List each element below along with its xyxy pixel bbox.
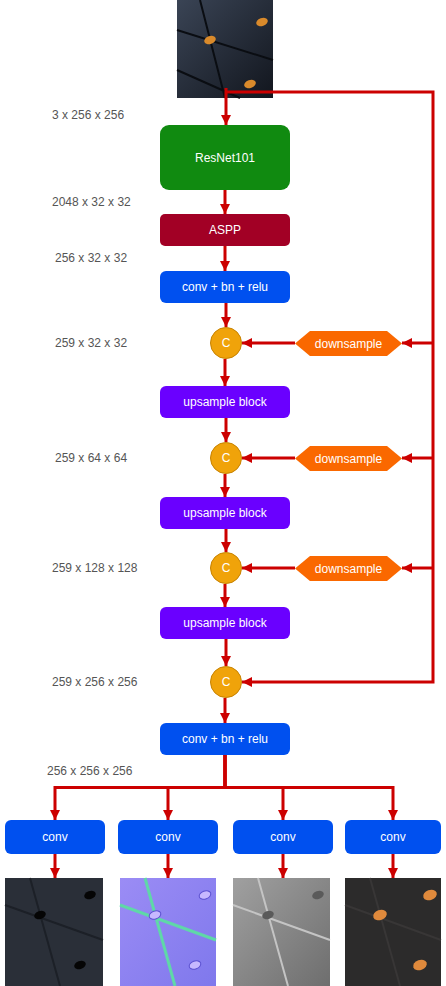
tensor-shape: 259 x 128 x 128 [52, 561, 137, 575]
tensor-shape: 3 x 256 x 256 [52, 108, 124, 122]
flow-arrow [225, 418, 228, 442]
node-text: downsample [315, 562, 382, 576]
tensor-shape: 2048 x 32 x 32 [52, 195, 131, 209]
node-text: conv [42, 830, 67, 844]
tensor-shape: 256 x 32 x 32 [55, 251, 127, 265]
upsample-box: upsample block [160, 607, 290, 639]
skip-branch [402, 567, 433, 570]
conv-box: conv [345, 820, 441, 854]
aspp-box: ASPP [160, 214, 290, 246]
node-text: conv [270, 830, 295, 844]
output-wire [392, 854, 395, 878]
flow-arrow [225, 529, 228, 552]
conv-box: conv [5, 820, 105, 854]
skip-branch [402, 342, 433, 345]
roughness-image [233, 878, 330, 986]
tensor-shape: 256 x 256 x 256 [47, 764, 132, 778]
output-wire [54, 854, 57, 878]
flow-arrow [168, 755, 225, 820]
concat-circle: C [210, 327, 242, 359]
downsample-shape: downsample [295, 556, 402, 581]
conv-box: conv + bn + relu [160, 723, 290, 755]
node-text: C [222, 675, 231, 689]
upsample-box: upsample block [160, 497, 290, 529]
node-text: conv [380, 830, 405, 844]
node-text: downsample [315, 452, 382, 466]
conv-box: conv [118, 820, 218, 854]
flow-arrow [224, 698, 227, 723]
node-text: ASPP [209, 223, 241, 237]
node-text: ResNet101 [195, 151, 255, 165]
input-image [177, 0, 273, 98]
output-wire [167, 854, 170, 878]
downsample-shape: downsample [295, 446, 402, 471]
node-text: C [222, 336, 231, 350]
flow-arrow [224, 359, 227, 386]
normal-image [120, 878, 216, 986]
conv-box: conv [233, 820, 333, 854]
node-text: conv + bn + relu [182, 732, 268, 746]
downsample-fill [295, 331, 402, 356]
node-text: conv + bn + relu [182, 280, 268, 294]
flow-arrow [224, 190, 227, 214]
specular-image [345, 878, 441, 986]
albedo-image [5, 878, 103, 986]
downsample-fill [295, 556, 402, 581]
concat-circle: C [210, 552, 242, 584]
downsample-fill [295, 446, 402, 471]
node-text: upsample block [183, 395, 266, 409]
flow-arrow [242, 457, 295, 460]
flow-arrow [224, 474, 227, 497]
node-text: upsample block [183, 506, 266, 520]
input-wire [225, 88, 228, 125]
tensor-shape: 259 x 64 x 64 [55, 451, 127, 465]
flow-arrow [242, 342, 295, 345]
flow-arrow [225, 303, 228, 327]
output-wire [282, 854, 285, 878]
flow-arrow [224, 246, 227, 271]
tensor-shape: 259 x 256 x 256 [52, 675, 137, 689]
flow-arrow [224, 584, 227, 607]
node-text: conv [155, 830, 180, 844]
flow-arrow [242, 567, 295, 570]
node-text: upsample block [183, 616, 266, 630]
downsample-shape: downsample [295, 331, 402, 356]
concat-circle: C [210, 442, 242, 474]
upsample-box: upsample block [160, 386, 290, 418]
flow-arrow [225, 639, 228, 666]
concat-circle: C [210, 666, 242, 698]
conv-box: conv + bn + relu [160, 271, 290, 303]
node-text: C [222, 561, 231, 575]
node-text: C [222, 451, 231, 465]
skip-branch [402, 457, 433, 460]
backbone-box: ResNet101 [160, 125, 290, 190]
node-text: downsample [315, 337, 382, 351]
flow-arrow [225, 755, 393, 820]
tensor-shape: 259 x 32 x 32 [55, 336, 127, 350]
